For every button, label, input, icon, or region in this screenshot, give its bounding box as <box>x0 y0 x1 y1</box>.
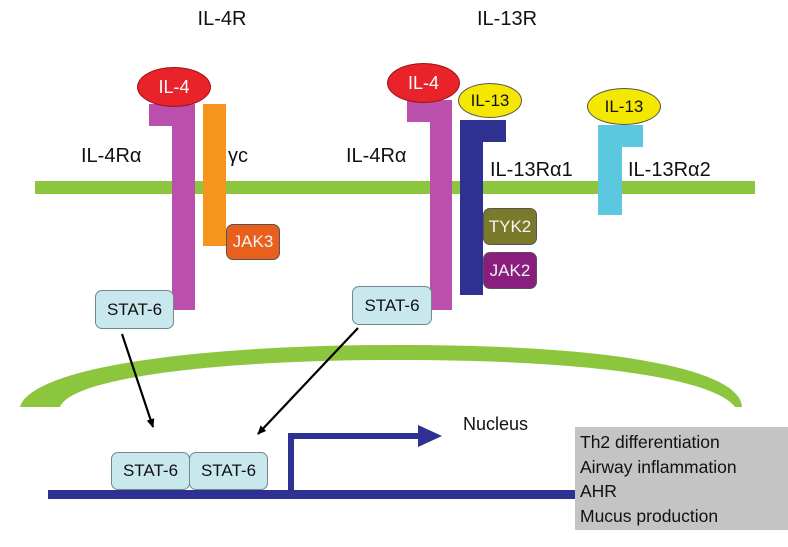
transcription-start-line <box>288 433 422 493</box>
stat6-left-translocation-arrow <box>120 333 155 428</box>
nuclear-envelope <box>20 345 742 407</box>
stat6-dimer-a: STAT-6 <box>111 452 190 490</box>
il4-ligand-right: IL-4 <box>387 63 460 103</box>
il4-ligand-left: IL-4 <box>137 67 211 107</box>
stat6-right-translocation-arrow <box>257 327 359 435</box>
il13-ligand-a2: IL-13 <box>587 88 661 125</box>
il13ra2-receptor <box>598 125 643 215</box>
transcription-arrow-icon <box>418 425 442 447</box>
jak2-kinase: JAK2 <box>483 252 537 289</box>
stat6-right: STAT-6 <box>352 286 432 325</box>
stat6-left: STAT-6 <box>95 290 174 329</box>
tyk2-kinase: TYK2 <box>483 208 537 245</box>
outcome-item: Mucus production <box>580 505 719 526</box>
il13r-title: IL-13R <box>477 8 537 30</box>
il13-ligand-a1: IL-13 <box>458 83 522 118</box>
gamma-c-receptor <box>203 104 226 246</box>
dna-strand <box>48 490 578 499</box>
nucleus-label: Nucleus <box>463 414 528 434</box>
il4r-title: IL-4R <box>198 8 247 30</box>
outcome-item: Th2 differentiation <box>580 432 720 452</box>
outcome-item: AHR <box>580 481 617 501</box>
il4ra-right-label: IL-4Rα <box>346 145 406 167</box>
il4ra-right-receptor <box>407 100 452 310</box>
il4ra-left-label: IL-4Rα <box>81 145 141 167</box>
cell-membrane <box>35 181 755 194</box>
il13ra1-label: IL-13Rα1 <box>490 159 573 181</box>
gamma-c-label: γc <box>228 145 248 167</box>
stat6-dimer-b: STAT-6 <box>189 452 268 490</box>
il13ra2-label: IL-13Rα2 <box>628 159 711 181</box>
jak3-kinase: JAK3 <box>226 224 280 260</box>
outcomes-box: Th2 differentiation Airway inflammation … <box>575 427 788 530</box>
il4ra-left-receptor <box>149 104 195 310</box>
outcome-item: Airway inflammation <box>580 456 737 477</box>
il13ra1-receptor <box>460 120 506 295</box>
